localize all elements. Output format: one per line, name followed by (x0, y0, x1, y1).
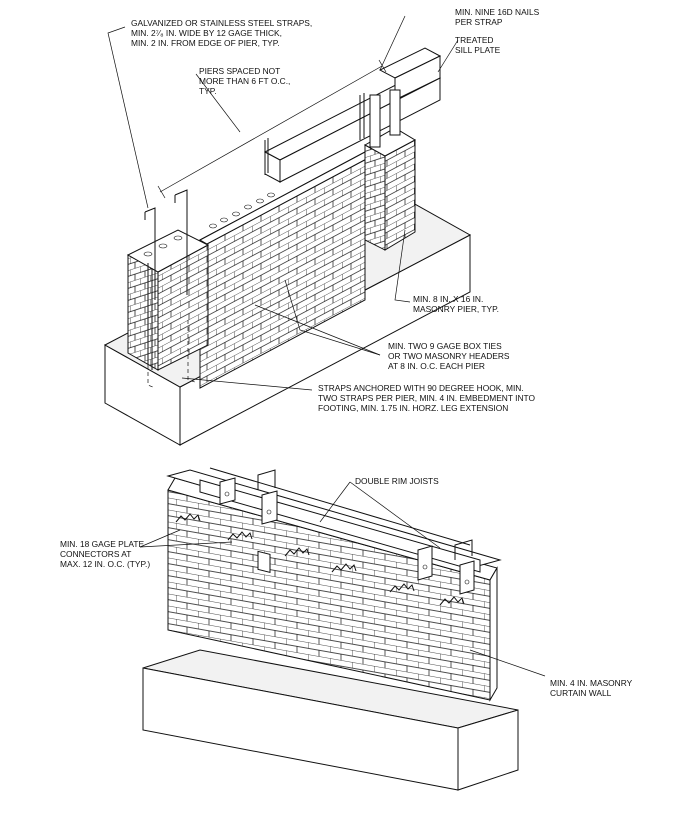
pier-size-label: MIN. 8 IN. X 16 IN.MASONRY PIER, TYP. (413, 294, 499, 314)
joist-ends (219, 469, 475, 595)
top-detail: GALVANIZED OR STAINLESS STEEL STRAPS,MIN… (103, 7, 540, 446)
top-leaders (107, 15, 459, 391)
straps-label: GALVANIZED OR STAINLESS STEEL STRAPS,MIN… (131, 18, 312, 48)
steel-straps (144, 93, 365, 389)
pier-spacing-dimension (157, 59, 387, 199)
strap-anchor-label: STRAPS ANCHORED WITH 90 DEGREE HOOK, MIN… (318, 383, 535, 413)
block-cores (209, 192, 275, 229)
right-pier (363, 89, 417, 251)
bottom-footing (142, 649, 519, 791)
rim-joists-label: DOUBLE RIM JOISTS (355, 476, 439, 486)
plate-connectors (175, 513, 465, 606)
left-pier (126, 229, 210, 371)
top-labels: GALVANIZED OR STAINLESS STEEL STRAPS,MIN… (131, 7, 540, 413)
bottom-leaders (139, 481, 546, 677)
